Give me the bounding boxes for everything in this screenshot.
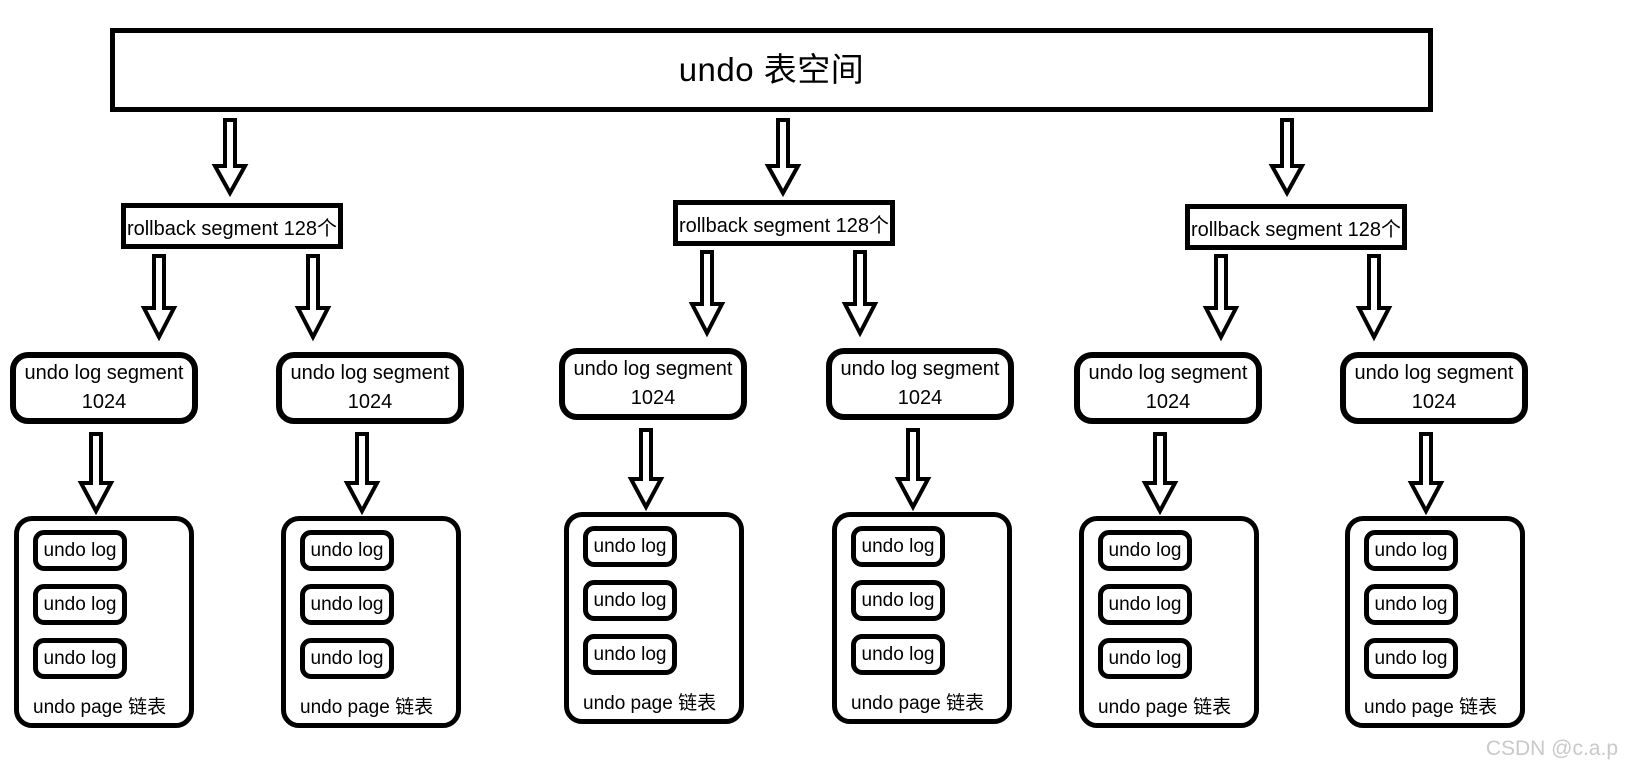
undo-log-chip-label: undo log (310, 647, 384, 669)
undo-page-list-caption: undo page 链表 (1098, 697, 1232, 718)
undo-log-segment-name-2: undo log segment (290, 362, 450, 384)
arrow-segment-to-page-3 (627, 428, 665, 512)
undo-log-chip: undo log (1098, 584, 1192, 625)
undo-log-chip-label: undo log (1374, 593, 1448, 615)
undo-page-list-caption: undo page 链表 (1364, 697, 1498, 718)
undo-log-chip: undo log (1098, 530, 1192, 571)
arrow-rollback-to-segment-4 (841, 250, 879, 338)
undo-log-chip: undo log (1364, 638, 1458, 679)
undo-log-segment-name-1: undo log segment (24, 362, 184, 384)
undo-page-list-caption: undo page 链表 (300, 697, 434, 718)
undo-log-chip-label: undo log (43, 647, 117, 669)
undo-log-segment-box-1: undo log segment 1024 (10, 352, 198, 424)
undo-log-chip: undo log (1098, 638, 1192, 679)
rollback-segment-label-2: rollback segment 128个 (678, 214, 890, 237)
undo-log-chip-label: undo log (310, 593, 384, 615)
undo-log-chip-label: undo log (1374, 539, 1448, 561)
undo-log-segment-name-5: undo log segment (1088, 362, 1248, 384)
undo-log-chip-label: undo log (593, 535, 667, 557)
undo-log-chip-label: undo log (1108, 539, 1182, 561)
arrow-segment-to-page-5 (1141, 432, 1179, 516)
rollback-segment-label-3: rollback segment 128个 (1190, 218, 1402, 241)
undo-log-chip-label: undo log (43, 593, 117, 615)
arrow-rollback-to-segment-6 (1355, 254, 1393, 342)
undo-log-chip-label: undo log (43, 539, 117, 561)
undo-log-chip: undo log (300, 530, 394, 571)
undo-page-list-caption: undo page 链表 (33, 697, 167, 718)
undo-log-segment-count-2: 1024 (347, 391, 393, 413)
undo-page-list-box-2: undo log undo log undo log undo page 链表 (281, 516, 461, 728)
undo-log-chip: undo log (583, 580, 677, 621)
undo-log-segment-name-6: undo log segment (1354, 362, 1514, 384)
undo-log-chip: undo log (851, 580, 945, 621)
undo-page-list-box-1: undo log undo log undo log undo page 链表 (14, 516, 194, 728)
undo-log-chip-label: undo log (1108, 647, 1182, 669)
undo-tablespace-label: undo 表空间 (678, 51, 865, 89)
undo-page-list-box-6: undo log undo log undo log undo page 链表 (1345, 516, 1525, 728)
arrow-rollback-to-segment-2 (294, 254, 332, 342)
undo-log-segment-count-6: 1024 (1411, 391, 1457, 413)
arrow-segment-to-page-4 (894, 428, 932, 512)
undo-log-segment-count-5: 1024 (1145, 391, 1191, 413)
undo-log-segment-count-1: 1024 (81, 391, 127, 413)
undo-log-chip-label: undo log (861, 589, 935, 611)
undo-log-chip: undo log (1364, 584, 1458, 625)
undo-page-list-caption: undo page 链表 (851, 693, 985, 714)
arrow-rollback-to-segment-1 (140, 254, 178, 342)
undo-page-list-caption: undo page 链表 (583, 693, 717, 714)
undo-page-list-box-5: undo log undo log undo log undo page 链表 (1079, 516, 1259, 728)
undo-log-chip-label: undo log (1108, 593, 1182, 615)
undo-page-list-box-4: undo log undo log undo log undo page 链表 (832, 512, 1012, 724)
rollback-segment-box-3: rollback segment 128个 (1185, 204, 1407, 250)
undo-tablespace-box: undo 表空间 (110, 28, 1433, 112)
arrow-segment-to-page-1 (77, 432, 115, 516)
undo-log-chip: undo log (300, 584, 394, 625)
undo-log-chip-label: undo log (310, 539, 384, 561)
undo-log-chip-label: undo log (861, 643, 935, 665)
undo-log-chip-label: undo log (861, 535, 935, 557)
rollback-segment-box-1: rollback segment 128个 (121, 203, 343, 249)
undo-log-segment-box-5: undo log segment 1024 (1074, 352, 1262, 424)
arrow-tablespace-to-rollback-1 (211, 118, 249, 198)
undo-log-segment-name-3: undo log segment (573, 358, 733, 380)
undo-log-chip: undo log (1364, 530, 1458, 571)
undo-log-chip-label: undo log (1374, 647, 1448, 669)
rollback-segment-label-1: rollback segment 128个 (126, 217, 338, 240)
undo-log-segment-box-3: undo log segment 1024 (559, 348, 747, 420)
csdn-watermark: CSDN @c.a.p (1485, 737, 1618, 760)
undo-log-segment-name-4: undo log segment (840, 358, 1000, 380)
arrow-rollback-to-segment-3 (688, 250, 726, 338)
undo-log-chip: undo log (33, 530, 127, 571)
arrow-tablespace-to-rollback-3 (1268, 118, 1306, 198)
undo-log-chip-label: undo log (593, 589, 667, 611)
undo-log-chip: undo log (851, 634, 945, 675)
undo-log-chip: undo log (33, 638, 127, 679)
undo-log-chip-label: undo log (593, 643, 667, 665)
arrow-rollback-to-segment-5 (1202, 254, 1240, 342)
arrow-segment-to-page-2 (343, 432, 381, 516)
arrow-segment-to-page-6 (1407, 432, 1445, 516)
undo-page-list-box-3: undo log undo log undo log undo page 链表 (564, 512, 744, 724)
undo-log-chip: undo log (583, 526, 677, 567)
undo-log-segment-box-6: undo log segment 1024 (1340, 352, 1528, 424)
undo-log-chip: undo log (583, 634, 677, 675)
undo-log-chip: undo log (33, 584, 127, 625)
undo-log-segment-box-4: undo log segment 1024 (826, 348, 1014, 420)
undo-log-chip: undo log (851, 526, 945, 567)
undo-log-segment-count-3: 1024 (630, 387, 676, 409)
undo-log-segment-box-2: undo log segment 1024 (276, 352, 464, 424)
arrow-tablespace-to-rollback-2 (764, 118, 802, 198)
undo-log-segment-count-4: 1024 (897, 387, 943, 409)
undo-log-chip: undo log (300, 638, 394, 679)
rollback-segment-box-2: rollback segment 128个 (673, 200, 895, 246)
